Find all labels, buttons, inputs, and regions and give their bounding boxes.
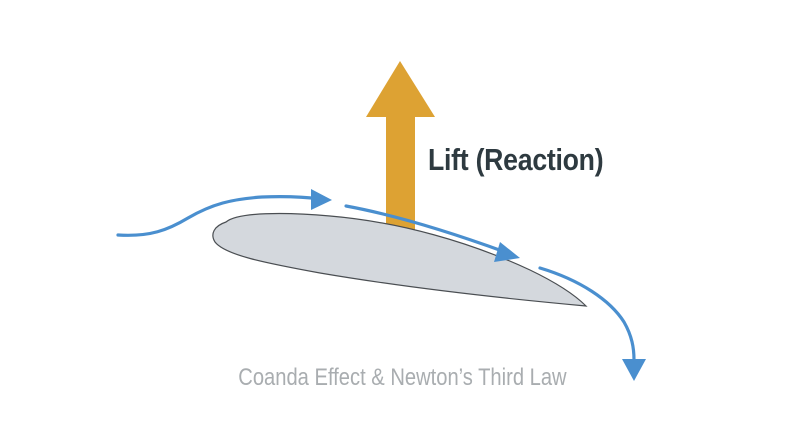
airflow-upper-surface-arrow — [344, 204, 507, 254]
airflow-arrowhead-1 — [311, 189, 332, 210]
airflow-incoming-arrow — [116, 195, 324, 237]
caption: Coanda Effect & Newton’s Third Law — [237, 364, 567, 391]
airflow-downwash-arrow — [538, 266, 636, 362]
airfoil — [212, 212, 588, 307]
caption-container: Coanda Effect & Newton’s Third Law — [0, 364, 800, 392]
lift-arrow-head — [366, 61, 435, 117]
lift-arrow — [366, 61, 435, 243]
airflow-arrowhead-2 — [494, 242, 520, 262]
airflow-arrowhead-3 — [622, 359, 646, 381]
lift-label: Lift (Reaction) — [428, 142, 604, 177]
